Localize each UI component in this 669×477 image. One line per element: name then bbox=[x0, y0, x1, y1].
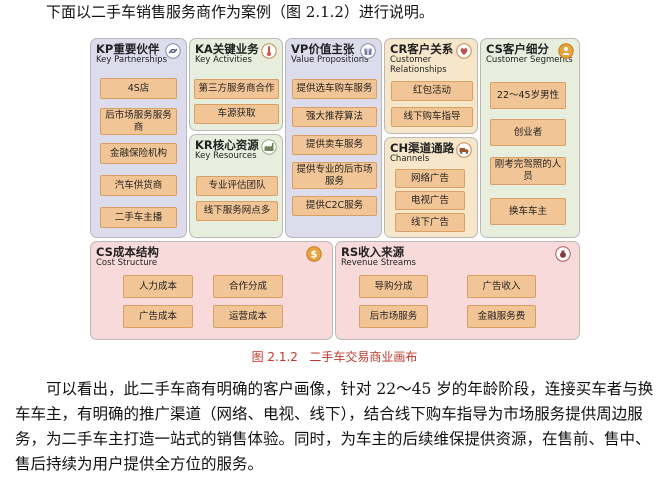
cost-item: 运营成本 bbox=[213, 305, 283, 328]
cost-item: 人力成本 bbox=[123, 275, 193, 298]
figure-number: 图 2.1.2 bbox=[251, 350, 298, 364]
segment-item: 22～45岁男性 bbox=[490, 82, 566, 109]
panel-key-partnerships: KP重要伙伴 Key Partnerships 4S店 后市场服务服务商 金融保… bbox=[90, 38, 187, 238]
panel-subtitle: Key Partnerships bbox=[96, 55, 168, 65]
panel-title: KP重要伙伴 bbox=[96, 42, 160, 56]
figure-title: 二手车交易商业画布 bbox=[309, 350, 418, 364]
body-paragraph: 可以看出，此二手车商有明确的客户画像，针对 22～45 岁的年龄阶段，连接买车者… bbox=[15, 377, 659, 477]
cost-item: 合作分成 bbox=[213, 275, 283, 298]
revenue-item: 后市场服务 bbox=[359, 305, 428, 328]
panel-title: RS收入来源 bbox=[341, 245, 405, 259]
ka-item: 第三方服务商合作 bbox=[194, 79, 279, 99]
kr-item: 专业评估团队 bbox=[196, 176, 278, 196]
ch-item: 电视广告 bbox=[395, 191, 465, 210]
vp-item: 强大推荐算法 bbox=[292, 107, 377, 127]
panel-key-activities: KA关键业务 Key Activities 第三方服务商合作 车源获取 bbox=[189, 38, 283, 131]
link-icon bbox=[165, 43, 181, 59]
revenue-item: 广告收入 bbox=[467, 275, 536, 298]
ch-item: 网络广告 bbox=[395, 169, 465, 188]
revenue-item: 金融服务费 bbox=[467, 305, 536, 328]
cr-item: 线下购车指导 bbox=[391, 107, 473, 127]
paragraph-line: 可以看出，此二手车商有明确的客户画像，针对 22～45 岁的年龄阶段，连接买车者… bbox=[46, 380, 654, 398]
vp-item: 提供C2C服务 bbox=[292, 196, 377, 216]
business-model-canvas: KP重要伙伴 Key Partnerships 4S店 后市场服务服务商 金融保… bbox=[90, 38, 580, 340]
panel-subtitle: Value Propositions bbox=[291, 55, 369, 65]
kp-item: 4S店 bbox=[100, 78, 177, 99]
factory-icon bbox=[261, 139, 277, 155]
thermometer-icon bbox=[261, 43, 277, 59]
panel-key-resources: KR核心资源 Key Resources 专业评估团队 线下服务网点多 bbox=[189, 134, 283, 238]
figure-caption: 图 2.1.2 二手车交易商业画布 bbox=[0, 348, 669, 365]
panel-subtitle: Key Resources bbox=[195, 151, 257, 161]
panel-subtitle: Customer Relationships bbox=[390, 55, 447, 75]
segment-item: 刚考完驾照的人员 bbox=[490, 157, 566, 185]
panel-channels: CH渠道通路 Channels 网络广告 电视广告 线下广告 bbox=[384, 137, 478, 238]
vp-item: 提供专业的后市场服务 bbox=[292, 162, 377, 189]
panel-title: CS成本结构 bbox=[96, 245, 159, 259]
cr-item: 红包活动 bbox=[391, 81, 473, 101]
vp-item: 提供选车购车服务 bbox=[292, 79, 377, 99]
svg-text:$: $ bbox=[311, 250, 318, 261]
panel-customer-relationships: CR客户关系 Customer Relationships 红包活动 线下购车指… bbox=[384, 38, 478, 134]
panel-subtitle: Channels bbox=[390, 154, 430, 164]
panel-customer-segments: CS客户细分 Customer Segments 22～45岁男性 创业者 刚考… bbox=[480, 38, 580, 238]
segment-item: 创业者 bbox=[490, 119, 566, 146]
paragraph-line: 售后持续为用户提供全方位的服务。 bbox=[15, 455, 264, 473]
paragraph-line: 车车主，有明确的推广渠道（网络、电视、线下），结合线下购车指导为市场服务提供周边… bbox=[15, 405, 643, 423]
paragraph-line: 务，为二手车主打造一站式的销售体验。同时，为车主的后续维保提供资源，在售前、售中… bbox=[15, 430, 651, 448]
panel-value-propositions: VP价值主张 Value Propositions 提供选车购车服务 强大推荐算… bbox=[285, 38, 382, 238]
kp-item: 二手车主播 bbox=[100, 207, 177, 228]
kp-item: 后市场服务服务商 bbox=[100, 108, 177, 135]
dollar-icon: $ bbox=[306, 246, 322, 262]
panel-subtitle: Customer Segments bbox=[486, 55, 573, 65]
ka-item: 车源获取 bbox=[194, 104, 279, 124]
panel-subtitle: Cost Structure bbox=[96, 258, 158, 268]
panel-title: VP价值主张 bbox=[291, 42, 355, 56]
panel-cost-structure: CS成本结构 Cost Structure $ 人力成本 合作分成 广告成本 运… bbox=[90, 241, 333, 340]
panel-subtitle: Key Activities bbox=[195, 55, 252, 65]
vp-item: 提供卖车服务 bbox=[292, 135, 377, 155]
gift-icon bbox=[360, 43, 376, 59]
revenue-item: 导购分成 bbox=[359, 275, 428, 298]
kp-item: 金融保险机构 bbox=[100, 143, 177, 164]
panel-subtitle: Revenue Streams bbox=[341, 258, 416, 268]
panel-title: CH渠道通路 bbox=[390, 141, 455, 155]
panel-title: CR客户关系 bbox=[390, 42, 454, 56]
person-icon bbox=[558, 43, 574, 59]
panel-revenue-streams: RS收入来源 Revenue Streams 导购分成 广告收入 后市场服务 金… bbox=[335, 241, 580, 340]
panel-title: KA关键业务 bbox=[195, 42, 259, 56]
truck-icon bbox=[456, 142, 472, 158]
money-bag-icon bbox=[555, 246, 571, 262]
kr-item: 线下服务网点多 bbox=[196, 201, 278, 221]
kp-item: 汽车供货商 bbox=[100, 175, 177, 196]
cost-item: 广告成本 bbox=[123, 305, 193, 328]
heart-icon bbox=[456, 43, 472, 59]
intro-text: 下面以二手车销售服务商作为案例（图 2.1.2）进行说明。 bbox=[46, 3, 434, 21]
panel-title: CS客户细分 bbox=[486, 42, 549, 56]
ch-item: 线下广告 bbox=[395, 213, 465, 232]
segment-item: 换车车主 bbox=[490, 198, 566, 225]
panel-title: KR核心资源 bbox=[195, 138, 259, 152]
